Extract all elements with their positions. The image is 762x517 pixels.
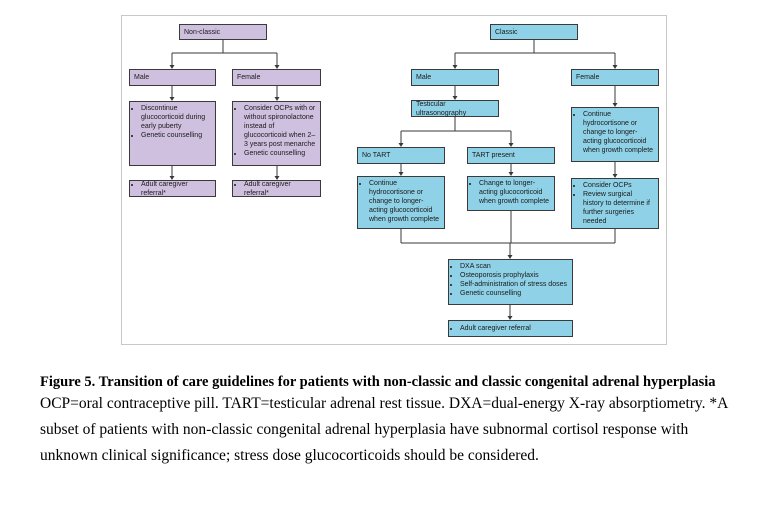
classic-referral: Adult caregiver referral bbox=[448, 320, 573, 337]
caption-body: OCP=oral contraceptive pill. TART=testic… bbox=[40, 395, 728, 464]
classic-female-box: Female bbox=[571, 69, 659, 86]
nonclassic-female-label: Female bbox=[237, 74, 261, 81]
classic-female-label: Female bbox=[576, 74, 600, 81]
figure-caption: Figure 5. Transition of care guidelines … bbox=[40, 374, 745, 469]
classic-female-item: Continue hydrocortisone or change to lon… bbox=[583, 110, 654, 155]
nonclassic-female-recommendations: Consider OCPs with or without spironolac… bbox=[232, 101, 321, 166]
nonclassic-male-referral: Adult caregiver referral* bbox=[129, 180, 216, 197]
classic-common-item: Genetic counselling bbox=[460, 289, 568, 298]
nonclassic-female-referral: Adult caregiver referral* bbox=[232, 180, 321, 197]
tart-present-label: TART present bbox=[472, 152, 515, 159]
classic-female-item: Consider OCPs bbox=[583, 181, 654, 190]
classic-common-item: Osteoporosis prophylaxis bbox=[460, 271, 568, 280]
tart-present-box: TART present bbox=[467, 147, 555, 164]
classic-header: Classic bbox=[490, 24, 578, 40]
classic-female-recommendations-1: Continue hydrocortisone or change to lon… bbox=[571, 107, 659, 162]
classic-common-item: Self-administration of stress doses bbox=[460, 280, 568, 289]
classic-male-label: Male bbox=[416, 74, 432, 81]
tart-present-item: Change to longer-acting glucocorticoid w… bbox=[479, 179, 550, 206]
classic-female-recommendations-2: Consider OCPs Review surgical history to… bbox=[571, 178, 659, 229]
nonclassic-header: Non-classic bbox=[179, 24, 267, 40]
nonclassic-male-item: Discontinue glucocorticoid during early … bbox=[141, 104, 211, 131]
nonclassic-male-item: Genetic counselling bbox=[141, 131, 211, 140]
classic-common-item: DXA scan bbox=[460, 262, 568, 271]
nonclassic-female-item: Genetic counselling bbox=[244, 149, 316, 158]
classic-female-item: Review surgical history to determine if … bbox=[583, 190, 654, 226]
nonclassic-title: Non-classic bbox=[184, 28, 221, 36]
nonclassic-male-recommendations: Discontinue glucocorticoid during early … bbox=[129, 101, 216, 166]
classic-common-recommendations: DXA scan Osteoporosis prophylaxis Self-a… bbox=[448, 259, 573, 305]
nonclassic-female-referral-text: Adult caregiver referral* bbox=[244, 180, 316, 198]
nonclassic-male-referral-text: Adult caregiver referral* bbox=[141, 180, 211, 198]
no-tart-box: No TART bbox=[357, 147, 445, 164]
flowchart: Non-classic Male Female Discontinue gluc… bbox=[121, 15, 667, 345]
no-tart-item: Continue hydrocortisone or change to lon… bbox=[369, 179, 440, 224]
nonclassic-male-label: Male bbox=[134, 74, 150, 81]
classic-male-box: Male bbox=[411, 69, 499, 86]
no-tart-label: No TART bbox=[362, 152, 391, 159]
caption-title: Figure 5. Transition of care guidelines … bbox=[40, 374, 716, 390]
no-tart-recommendations: Continue hydrocortisone or change to lon… bbox=[357, 176, 445, 229]
classic-referral-text: Adult caregiver referral bbox=[460, 324, 531, 333]
nonclassic-male-box: Male bbox=[129, 69, 216, 86]
ultrasound-label: Testicular ultrasonography bbox=[416, 100, 467, 117]
nonclassic-female-item: Consider OCPs with or without spironolac… bbox=[244, 104, 316, 149]
classic-title: Classic bbox=[495, 28, 518, 36]
nonclassic-female-box: Female bbox=[232, 69, 321, 86]
ultrasound-box: Testicular ultrasonography bbox=[411, 100, 499, 117]
tart-present-recommendations: Change to longer-acting glucocorticoid w… bbox=[467, 176, 555, 211]
